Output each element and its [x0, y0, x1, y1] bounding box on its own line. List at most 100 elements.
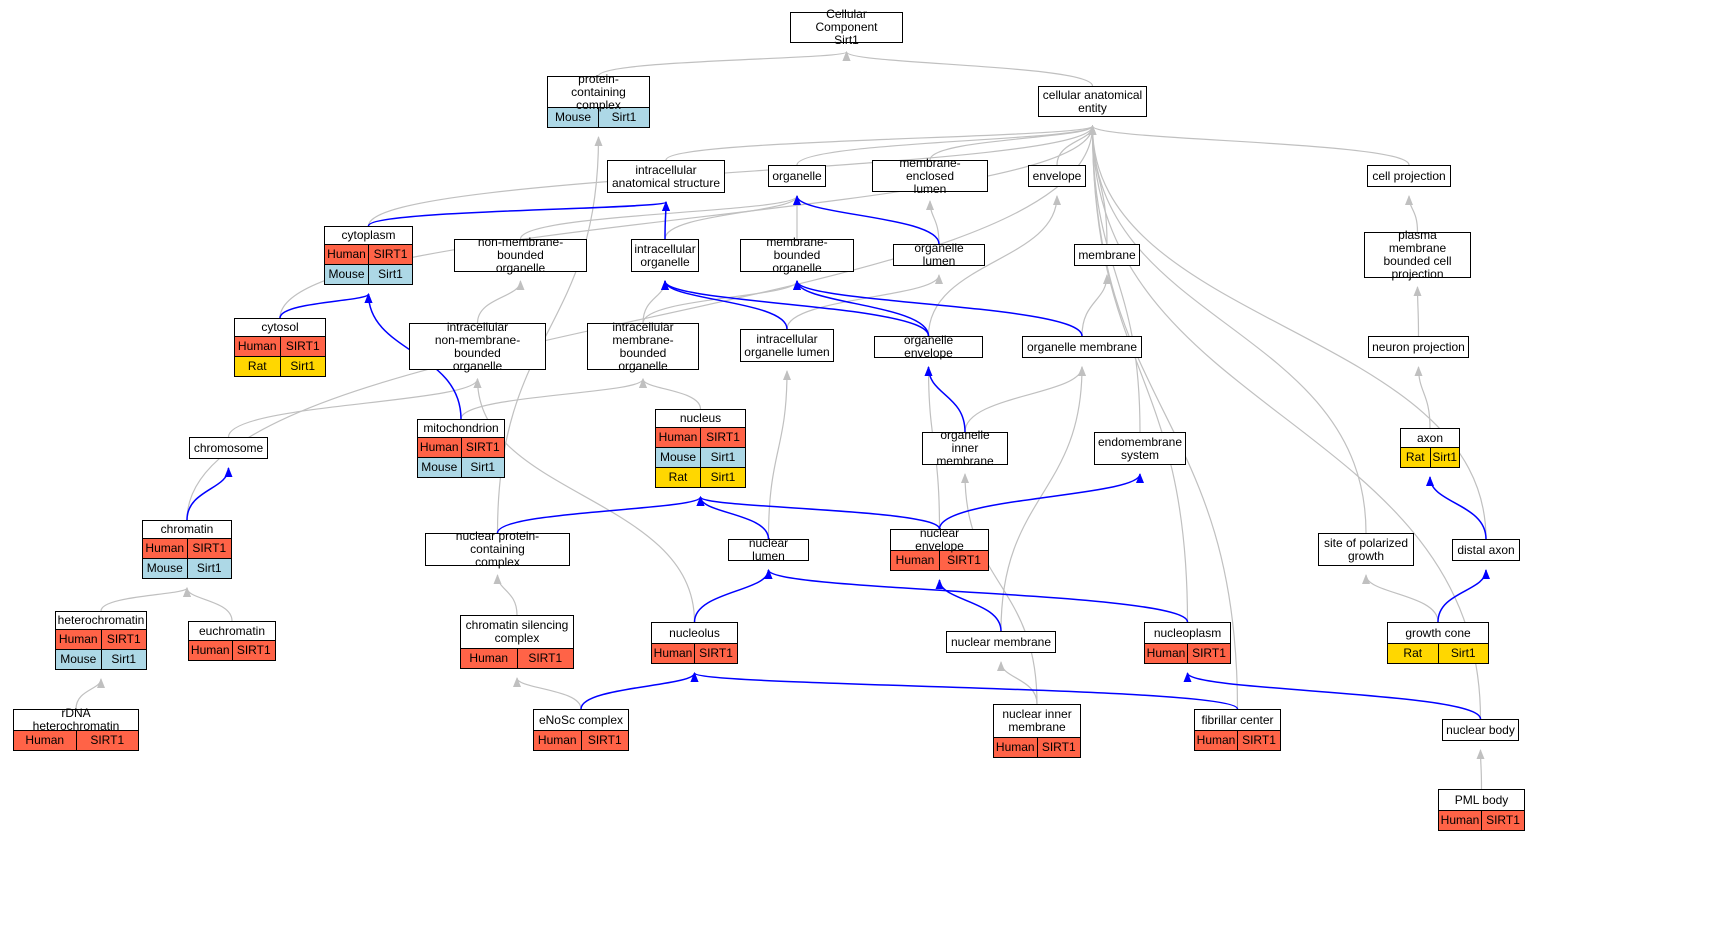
node-organelle-membrane[interactable]: organelle membrane — [1022, 336, 1142, 358]
node-envelope[interactable]: envelope — [1028, 165, 1086, 187]
mel-label: membrane-enclosed lumen — [899, 155, 961, 196]
node-nuclear-body[interactable]: nuclear body — [1442, 719, 1519, 741]
node-intracellular-organelle-lumen[interactable]: intracellular organelle lumen — [740, 329, 834, 362]
gene-symbol: SIRT1 — [279, 337, 326, 356]
spg-label: site of polarized growth — [1323, 535, 1409, 563]
edge-omem-to-mem — [1081, 274, 1111, 337]
gene-symbol: SIRT1 — [694, 644, 737, 663]
gene-symbol: SIRT1 — [186, 539, 232, 558]
nb-label: nuclear body — [1446, 722, 1515, 737]
cae-label: cellular anatomical entity — [1042, 87, 1143, 115]
node-intracellular-non-membrane-bounded-organelle[interactable]: intracellular non-membrane-bounded organ… — [409, 320, 546, 372]
gene-symbol: Sirt1 — [1437, 644, 1489, 663]
root-label: Cellular Component Sirt1 — [815, 7, 878, 47]
species-name: Rat — [1403, 646, 1423, 660]
gene-symbol: SIRT1 — [1187, 644, 1230, 663]
node-membrane-bounded-organelle[interactable]: membrane-bounded organelle — [740, 236, 854, 275]
cytosol-label: cytosol — [261, 320, 299, 334]
csc-label: chromatin silencing complex — [465, 618, 569, 645]
edge-cyto-to-cae — [367, 125, 1097, 227]
node-neuron-projection[interactable]: neuron projection — [1368, 336, 1469, 358]
species-name: Human — [537, 733, 577, 747]
node-cell-projection[interactable]: cell projection — [1367, 165, 1451, 187]
edge-chrom-to-inmbo — [227, 378, 482, 438]
cp-label: cell projection — [1372, 168, 1446, 183]
env-label: envelope — [1032, 168, 1082, 183]
node-nuclear-lumen[interactable]: nuclear lumen — [728, 536, 809, 563]
edge-io-to-ias — [661, 201, 670, 240]
node-plasma-membrane-bounded-cell-projection[interactable]: plasma membrane bounded cell projection — [1364, 228, 1471, 281]
node-distal-axon[interactable]: distal axon — [1452, 539, 1520, 561]
node-nuclear-membrane[interactable]: nuclear membrane — [946, 631, 1056, 653]
node-membrane-enclosed-lumen[interactable]: membrane-enclosed lumen — [872, 155, 988, 196]
gene-symbol: Sirt1 — [1429, 448, 1460, 467]
axon-label: axon — [1416, 430, 1444, 445]
npcc-label: nuclear protein-containing complex — [455, 529, 540, 569]
node-membrane[interactable]: membrane — [1074, 244, 1140, 266]
node-organelle-inner-membrane[interactable]: organelle inner membrane — [922, 429, 1008, 468]
node-chromosome[interactable]: chromosome — [189, 437, 268, 459]
node-cellular-component-sirt1[interactable]: Cellular Component Sirt1 — [790, 7, 903, 47]
species-name: Human — [145, 541, 185, 555]
edge-nl-to-iol — [767, 370, 791, 540]
fc-label: fibrillar center — [1201, 712, 1274, 727]
node-intracellular-membrane-bounded-organelle[interactable]: intracellular membrane-bounded organelle — [587, 320, 699, 372]
nl-label: nuclear lumen — [748, 536, 789, 563]
edge-fc-to-nucleolus — [690, 672, 1239, 710]
node-site-of-polarized-growth[interactable]: site of polarized growth — [1318, 533, 1414, 566]
node-nuclear-protein-containing-complex[interactable]: nuclear protein-containing complex — [425, 529, 570, 569]
node-intracellular-organelle[interactable]: intracellular organelle — [631, 239, 699, 272]
node-organelle-envelope[interactable]: organelle envelope — [874, 333, 983, 360]
gene-symbol: SIRT1 — [1036, 738, 1081, 757]
node-cellular-anatomical-entity[interactable]: cellular anatomical entity — [1038, 86, 1147, 117]
oenv-label: organelle envelope — [903, 333, 954, 360]
node-organelle-lumen[interactable]: organelle lumen — [893, 242, 985, 268]
gene-symbol: Sirt1 — [460, 458, 505, 477]
node-intracellular-anatomical-structure[interactable]: intracellular anatomical structure — [607, 160, 725, 193]
node-non-membrane-bounded-organelle[interactable]: non-membrane-bounded organelle — [454, 236, 587, 275]
da-label: distal axon — [1457, 542, 1515, 557]
pmbcp-label: plasma membrane bounded cell projection — [1383, 228, 1452, 281]
pcc-label: protein-containing complex — [571, 71, 626, 112]
hc-label: heterochromatin — [57, 613, 145, 627]
edge-cytosol-to-cyto — [279, 293, 373, 319]
node-organelle[interactable]: organelle — [768, 165, 826, 187]
edge-nucleolus-to-nl — [693, 569, 773, 623]
edge-ol-to-org — [793, 195, 940, 245]
gene-symbol: SIRT1 — [231, 641, 276, 660]
edge-cyto-to-ias — [367, 201, 670, 227]
cyto-label: cytoplasm — [341, 228, 396, 242]
gene-symbol: Sirt1 — [279, 357, 326, 376]
edge-nb-to-nplasm — [1183, 672, 1482, 720]
edge-pcc-to-root — [597, 51, 851, 77]
node-endomembrane-system[interactable]: endomembrane system — [1094, 432, 1186, 465]
